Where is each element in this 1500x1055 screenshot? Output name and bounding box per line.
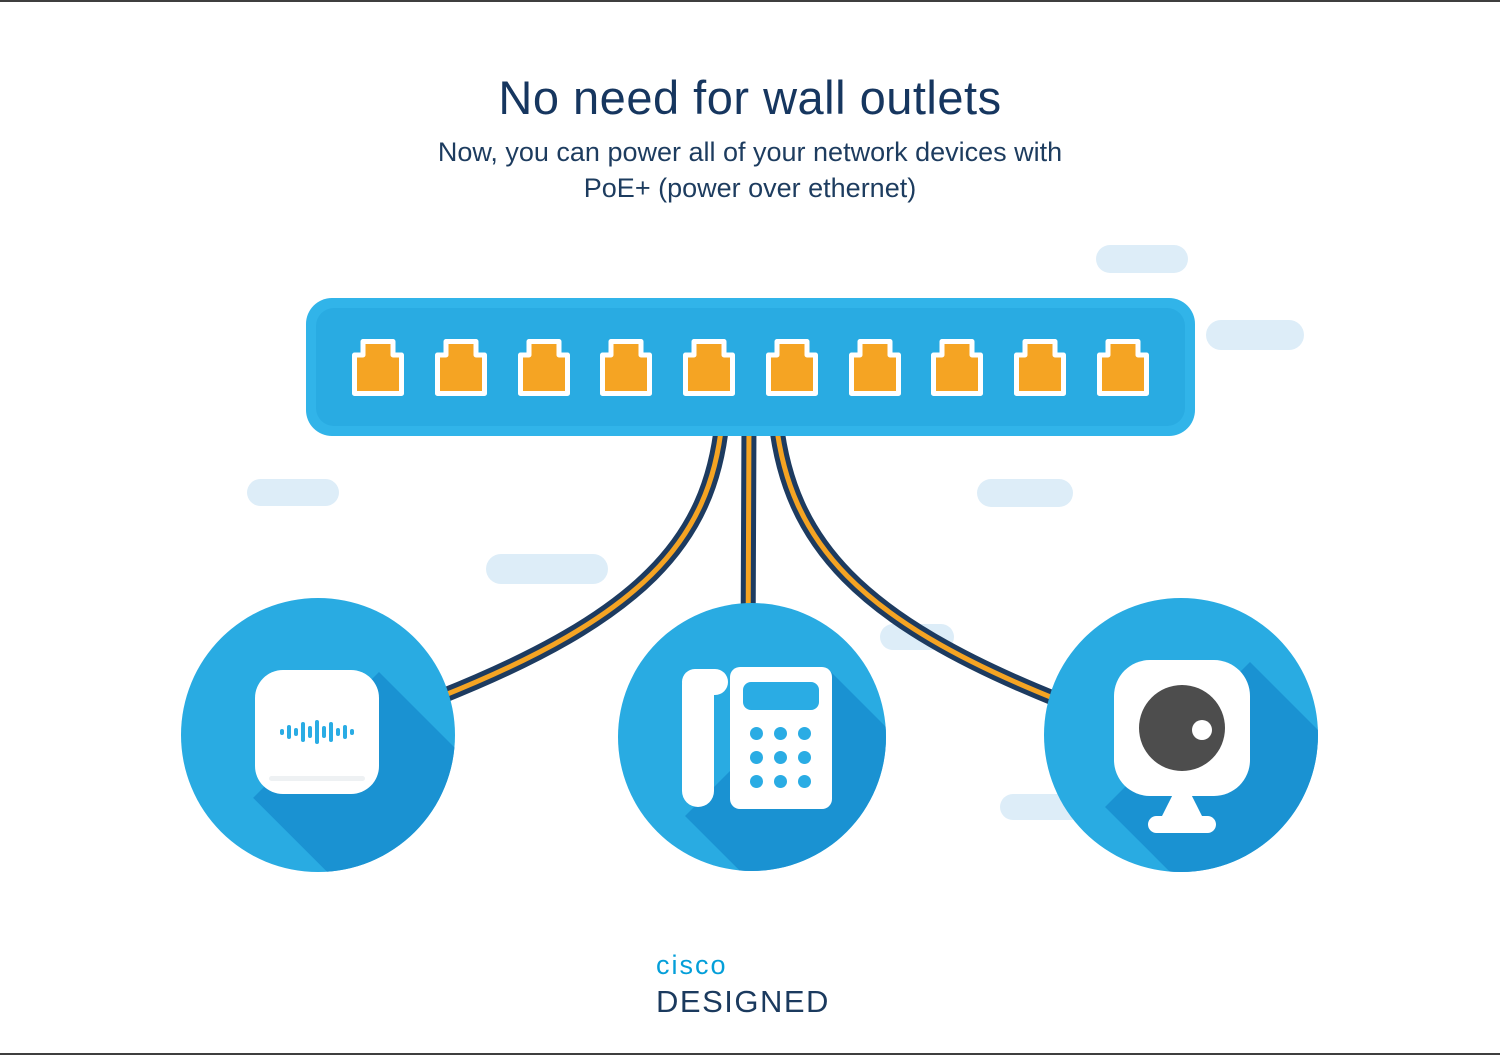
ethernet-port-icon — [1096, 338, 1149, 396]
ethernet-port-icon — [1014, 338, 1067, 396]
cisco-designed-logo: cisco DESIGNED — [656, 950, 830, 1020]
ethernet-port-icon — [434, 338, 487, 396]
signal-bar — [322, 726, 326, 738]
poe-switch — [306, 298, 1195, 436]
cloud-pill — [1206, 320, 1304, 350]
ethernet-port-icon — [931, 338, 984, 396]
designed-wordmark: DESIGNED — [656, 984, 830, 1019]
keypad-dot — [798, 751, 811, 764]
ethernet-port-icon — [848, 338, 901, 396]
signal-bar — [301, 722, 305, 742]
signal-bar — [350, 729, 354, 735]
ethernet-port-icon — [683, 338, 736, 396]
ethernet-port-icon — [517, 338, 570, 396]
signal-bar — [343, 725, 347, 739]
cable-to-access-point — [432, 414, 730, 705]
page-subtitle: Now, you can power all of your network d… — [0, 134, 1500, 206]
signal-bar — [280, 729, 284, 735]
phone-handset — [682, 669, 714, 807]
access-point-seam — [269, 776, 365, 781]
signal-bar — [287, 725, 291, 739]
cloud-pill — [977, 479, 1073, 507]
cloud-pill — [486, 554, 608, 584]
cloud-pill — [247, 479, 339, 506]
switch-port-row — [316, 308, 1185, 426]
keypad-dot — [774, 775, 787, 788]
keypad-dot — [798, 727, 811, 740]
keypad-dot — [774, 751, 787, 764]
access-point-icon — [255, 670, 379, 794]
cable-to-camera — [768, 414, 1066, 708]
ethernet-port-icon — [600, 338, 653, 396]
keypad-dot — [774, 727, 787, 740]
camera-lens-highlight — [1192, 720, 1212, 740]
wireless-access-point-circle — [181, 598, 455, 872]
keypad-dot — [798, 775, 811, 788]
ethernet-port-icon — [352, 338, 404, 396]
signal-bar — [329, 722, 333, 742]
cisco-brand-text: cisco — [656, 950, 728, 980]
subtitle-line-2: PoE+ (power over ethernet) — [583, 173, 917, 203]
ip-phone-circle — [618, 603, 886, 871]
signal-bar — [336, 728, 340, 736]
cloud-pill — [1096, 245, 1188, 273]
keypad-dot — [750, 727, 763, 740]
phone-screen — [743, 682, 819, 710]
subtitle-line-1: Now, you can power all of your network d… — [437, 137, 1063, 167]
security-camera-circle — [1044, 598, 1318, 872]
camera-base — [1148, 816, 1216, 833]
page-title: No need for wall outlets — [498, 71, 1002, 124]
access-point-signal-bars — [280, 720, 354, 744]
keypad-dot — [750, 775, 763, 788]
signal-bar — [308, 726, 312, 738]
signal-bar — [315, 720, 319, 744]
ethernet-port-icon — [765, 338, 818, 396]
signal-bar — [294, 728, 298, 736]
keypad-dot — [750, 751, 763, 764]
camera-lens — [1139, 685, 1225, 771]
phone-keypad — [750, 727, 812, 788]
phone-body — [730, 667, 832, 809]
